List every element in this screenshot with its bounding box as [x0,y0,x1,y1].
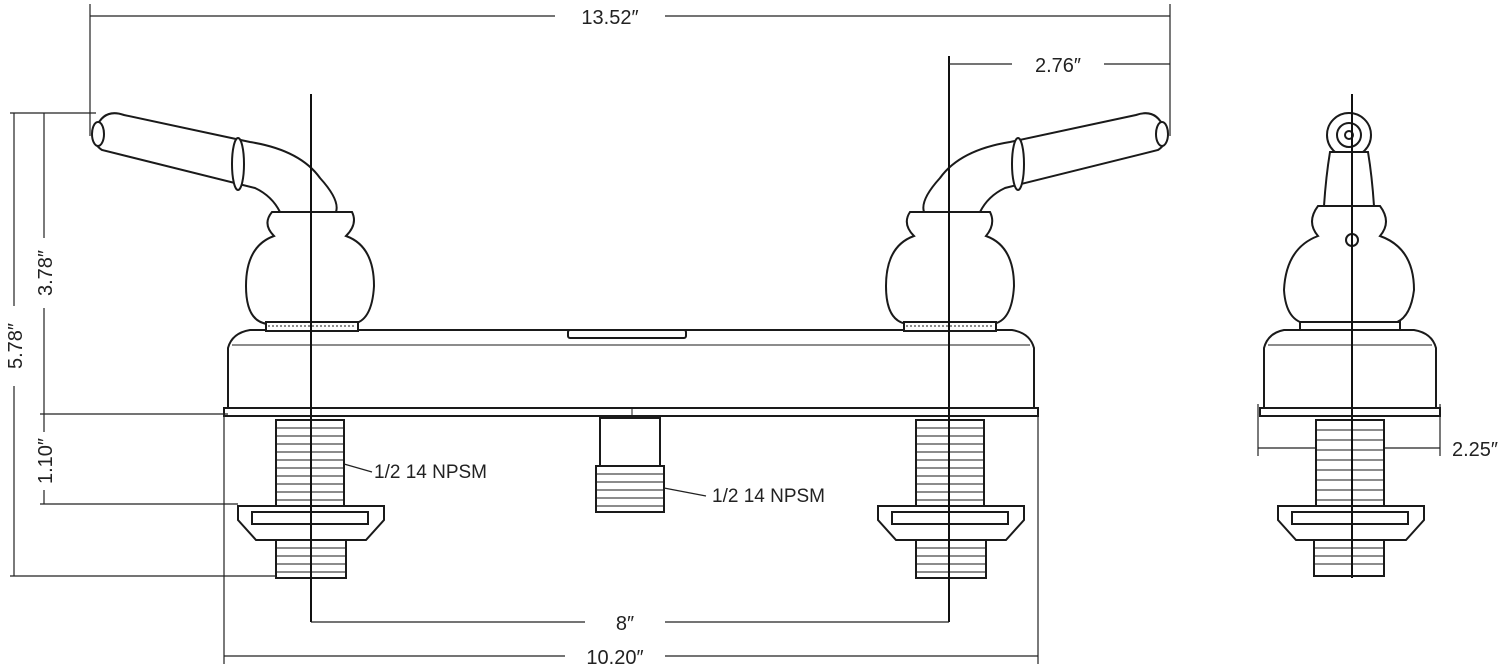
dimension-labels: 13.52″ 2.76″ 3.78″ 5.78″ 1.10″ 8″ 10.20″… [5,7,1498,669]
center-spacing-label: 8″ [616,613,634,635]
handle-offset-label: 2.76″ [1035,55,1081,77]
outlet-callout: 1/2 14 NPSM [712,486,825,507]
front-view [91,56,1169,622]
center-outlet [595,408,665,513]
handle-height-label: 3.78″ [35,250,57,296]
total-height-label: 5.78″ [5,323,27,369]
overall-width-label: 13.52″ [581,7,638,29]
left-handle [91,112,376,332]
right-shank [877,419,1025,579]
deck-plate [223,329,1039,417]
dimension-lines [10,4,1441,664]
shank-length-label: 1.10″ [35,438,57,484]
base-width-label: 10.20″ [586,647,643,669]
right-handle [884,112,1169,332]
depth-label: 2.25″ [1452,439,1498,461]
side-view [1259,94,1441,578]
left-shank-callout: 1/2 14 NPSM [374,462,487,483]
